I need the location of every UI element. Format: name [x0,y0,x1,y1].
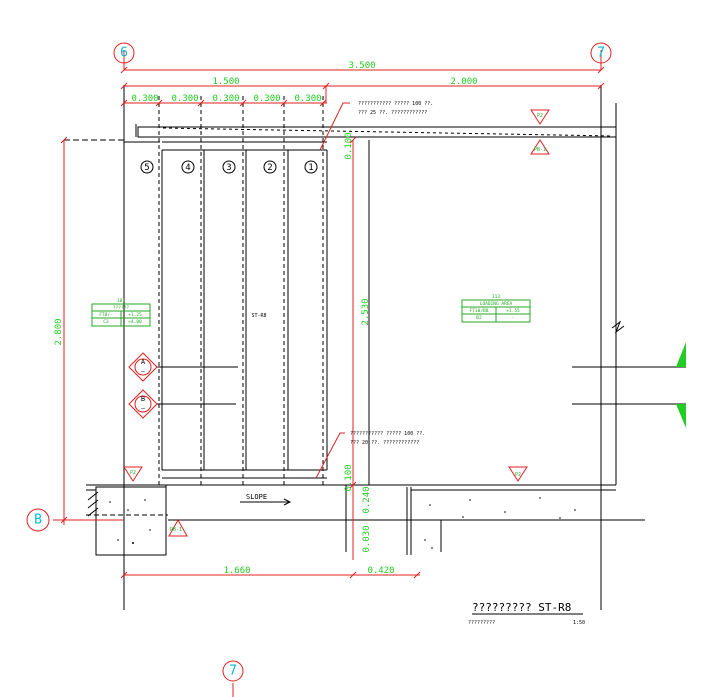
grid-label-b: B [34,513,42,528]
slab-right-name: LOADING AREA [480,301,513,307]
dim-strip-5: 0.300 [294,94,321,104]
slab-right-id: 113 [492,294,500,300]
dim-top-left: 1.500 [212,77,239,87]
dim-bot-small: 0.100 [344,464,354,491]
drawing-subtitle: ????????? [468,620,495,626]
section-marker-a: A — [128,352,158,382]
tag-p2-top: P2 [530,109,550,125]
section-marker-a-dash: — [141,368,145,375]
slab-left-r1b: +1.25 [128,312,142,318]
strip-number-label: 5 [144,163,149,173]
dim-left-height: 2.800 [54,318,64,345]
strip-number-label: 1 [308,163,313,173]
slope-label: SLOPE [246,493,267,501]
dim-mid-height: 2.530 [361,298,371,325]
dim-top-right: 2.000 [450,77,477,87]
note-bot-line1: ??????????? ????? 100 ??. [350,431,425,437]
grid-label-7-bottom: 7 [229,664,237,679]
grid-bubble-6: 6 [113,42,135,64]
slab-left-name: ?????? [113,305,130,311]
strip-number-4: 4 [181,160,195,174]
note-top-line2: ??? 25 ??. ???????????? [358,110,427,116]
slab-tag-left: 101 ?????? FT8/- +1.25 C3 +4.00 [91,298,151,327]
structure-lines [64,85,686,610]
section-marker-b: B — [128,389,158,419]
tag-p2-left: P2 [123,466,143,482]
red-dimension-lines [53,50,602,697]
tag-p2-right: P2 [508,466,528,482]
title-block: ????????? ST-R8 ????????? 1:50 [468,601,585,626]
dim-bot-240: 0.240 [362,486,372,513]
slab-tag-right: 113 LOADING AREA FT10/B8 +1.55 B2 - [461,294,531,323]
grid-label-6: 6 [120,46,128,61]
slope-arrow [240,498,292,506]
grid-bubble-b: B [26,508,50,532]
slab-left-id: 101 [117,298,125,304]
slab-left-r2b: +4.00 [128,319,142,325]
strip-number-1: 1 [304,160,318,174]
center-label: ST-R8 [251,313,266,319]
note-bot-line2: ??? 20 ??. ???????????? [350,440,419,446]
strip-number-label: 3 [226,163,231,173]
slab-right-r1b: +1.55 [506,308,520,314]
section-marker-a-label: A [141,358,146,366]
grid-bubble-7-bottom: 7 [222,660,244,682]
tag-p2-right-label: P2 [515,472,521,478]
dim-top-small: 0.100 [344,132,354,159]
slab-left-r2a: C3 [103,319,109,325]
strip-number-2: 2 [263,160,277,174]
tag-p2-top-label: P2 [537,113,543,119]
slab-right-r2a: B2 [476,315,482,321]
section-flag-b-right [676,404,686,428]
dim-bottom-0420: 0.420 [367,566,394,576]
dim-strip-3: 0.300 [212,94,239,104]
tag-p2-left-label: P2 [130,470,136,476]
section-flag-a-right [676,342,686,367]
tag-pb1-top-label: PB-1 [534,147,546,153]
tag-pb1-bottom-label: PB-1 [170,527,182,533]
slab-right-r1a: FT10/B8 [470,308,489,314]
strip-number-3: 3 [222,160,236,174]
concrete-speckle [109,497,576,549]
dimension-ticks [60,66,605,579]
drawing-title: ????????? ST-R8 [472,601,571,614]
section-marker-b-dash: — [141,405,145,412]
strip-number-label: 2 [267,163,272,173]
note-top-line1: ??????????? ????? 100 ??. [358,101,433,107]
dim-strip-4: 0.300 [253,94,280,104]
slab-right-r2b: - [512,316,515,321]
strip-number-label: 4 [185,163,190,173]
slab-left-r1a: FT8/- [99,312,113,318]
dim-bot-030: 0.030 [362,525,372,552]
section-marker-b-label: B [141,395,145,403]
drawing-scale: 1:50 [573,620,585,626]
grid-label-7: 7 [597,46,605,61]
tag-pb1-bottom: PB-1 [168,518,188,537]
tag-pb1-top: PB-1 [530,139,550,155]
strip-number-5: 5 [140,160,154,174]
dim-top-total: 3.500 [348,61,375,71]
dim-strip-1: 0.300 [131,94,158,104]
dim-bottom-1660: 1.660 [223,566,250,576]
dim-strip-2: 0.300 [171,94,198,104]
grid-bubble-7: 7 [590,42,612,64]
